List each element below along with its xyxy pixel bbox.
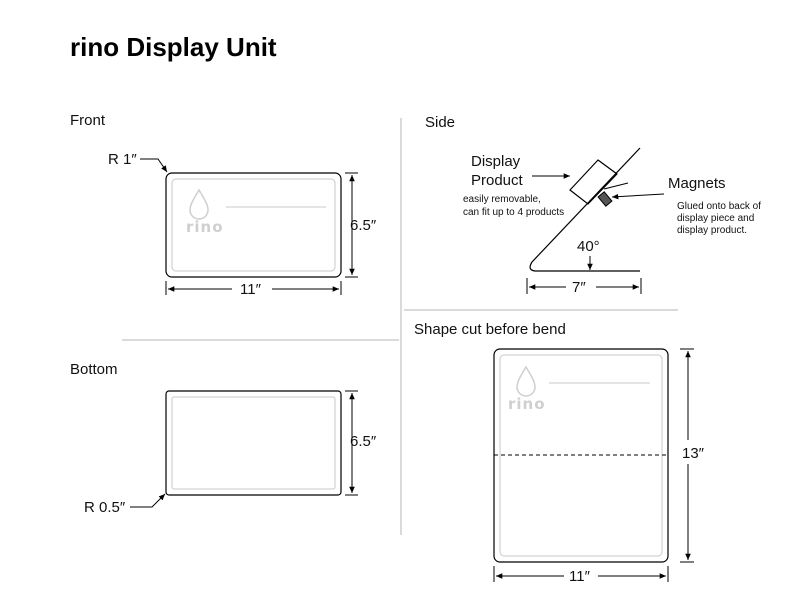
page-title: rino Display Unit [70,32,277,62]
shape-logo-text: rino [508,395,546,413]
bottom-radius-leader [130,493,166,508]
magnets-note-line3: display product. [677,225,747,236]
angle-label: 40° [577,238,600,255]
front-width-label: 11″ [240,281,262,298]
magnets-note-line1: Glued onto back of [677,201,761,212]
section-label-shape: Shape cut before bend [414,321,566,338]
bottom-panel-inner [171,396,336,490]
section-label-side: Side [425,114,455,131]
front-radius-label: R 1″ [108,151,137,168]
side-width-label: 7″ [572,279,586,296]
magnets-label: Magnets [668,175,726,192]
display-product-block [569,159,618,205]
drop-logo-icon [189,188,209,220]
front-panel [165,172,342,278]
front-radius-leader [140,158,168,173]
display-label-line1: Display [471,153,521,170]
front-view: rino [165,172,342,278]
product-back-curve [603,182,629,190]
front-height-label: 6.5″ [350,217,377,234]
magnets-note-line2: display piece and [677,213,754,224]
display-note-line1: easily removable, [463,194,541,205]
front-panel-inner [171,178,336,272]
section-label-front: Front [70,112,106,129]
shape-cut-view: rino [493,348,669,563]
shape-height-label: 13″ [682,445,705,462]
magnets-leader [611,193,665,200]
front-logo-text: rino [186,218,224,236]
display-label-line2: Product [471,172,524,189]
section-label-bottom: Bottom [70,361,118,378]
shape-width-label: 11″ [569,568,591,585]
shape-drop-logo-icon [516,365,536,397]
bottom-height-label: 6.5″ [350,433,377,450]
bottom-radius-label: R 0.5″ [84,499,126,516]
magnet-block [597,191,613,207]
bottom-panel [165,390,342,496]
stand-profile [529,147,641,272]
side-view [529,147,641,272]
bottom-view [165,390,342,496]
display-note-line2: can fit up to 4 products [463,207,564,218]
